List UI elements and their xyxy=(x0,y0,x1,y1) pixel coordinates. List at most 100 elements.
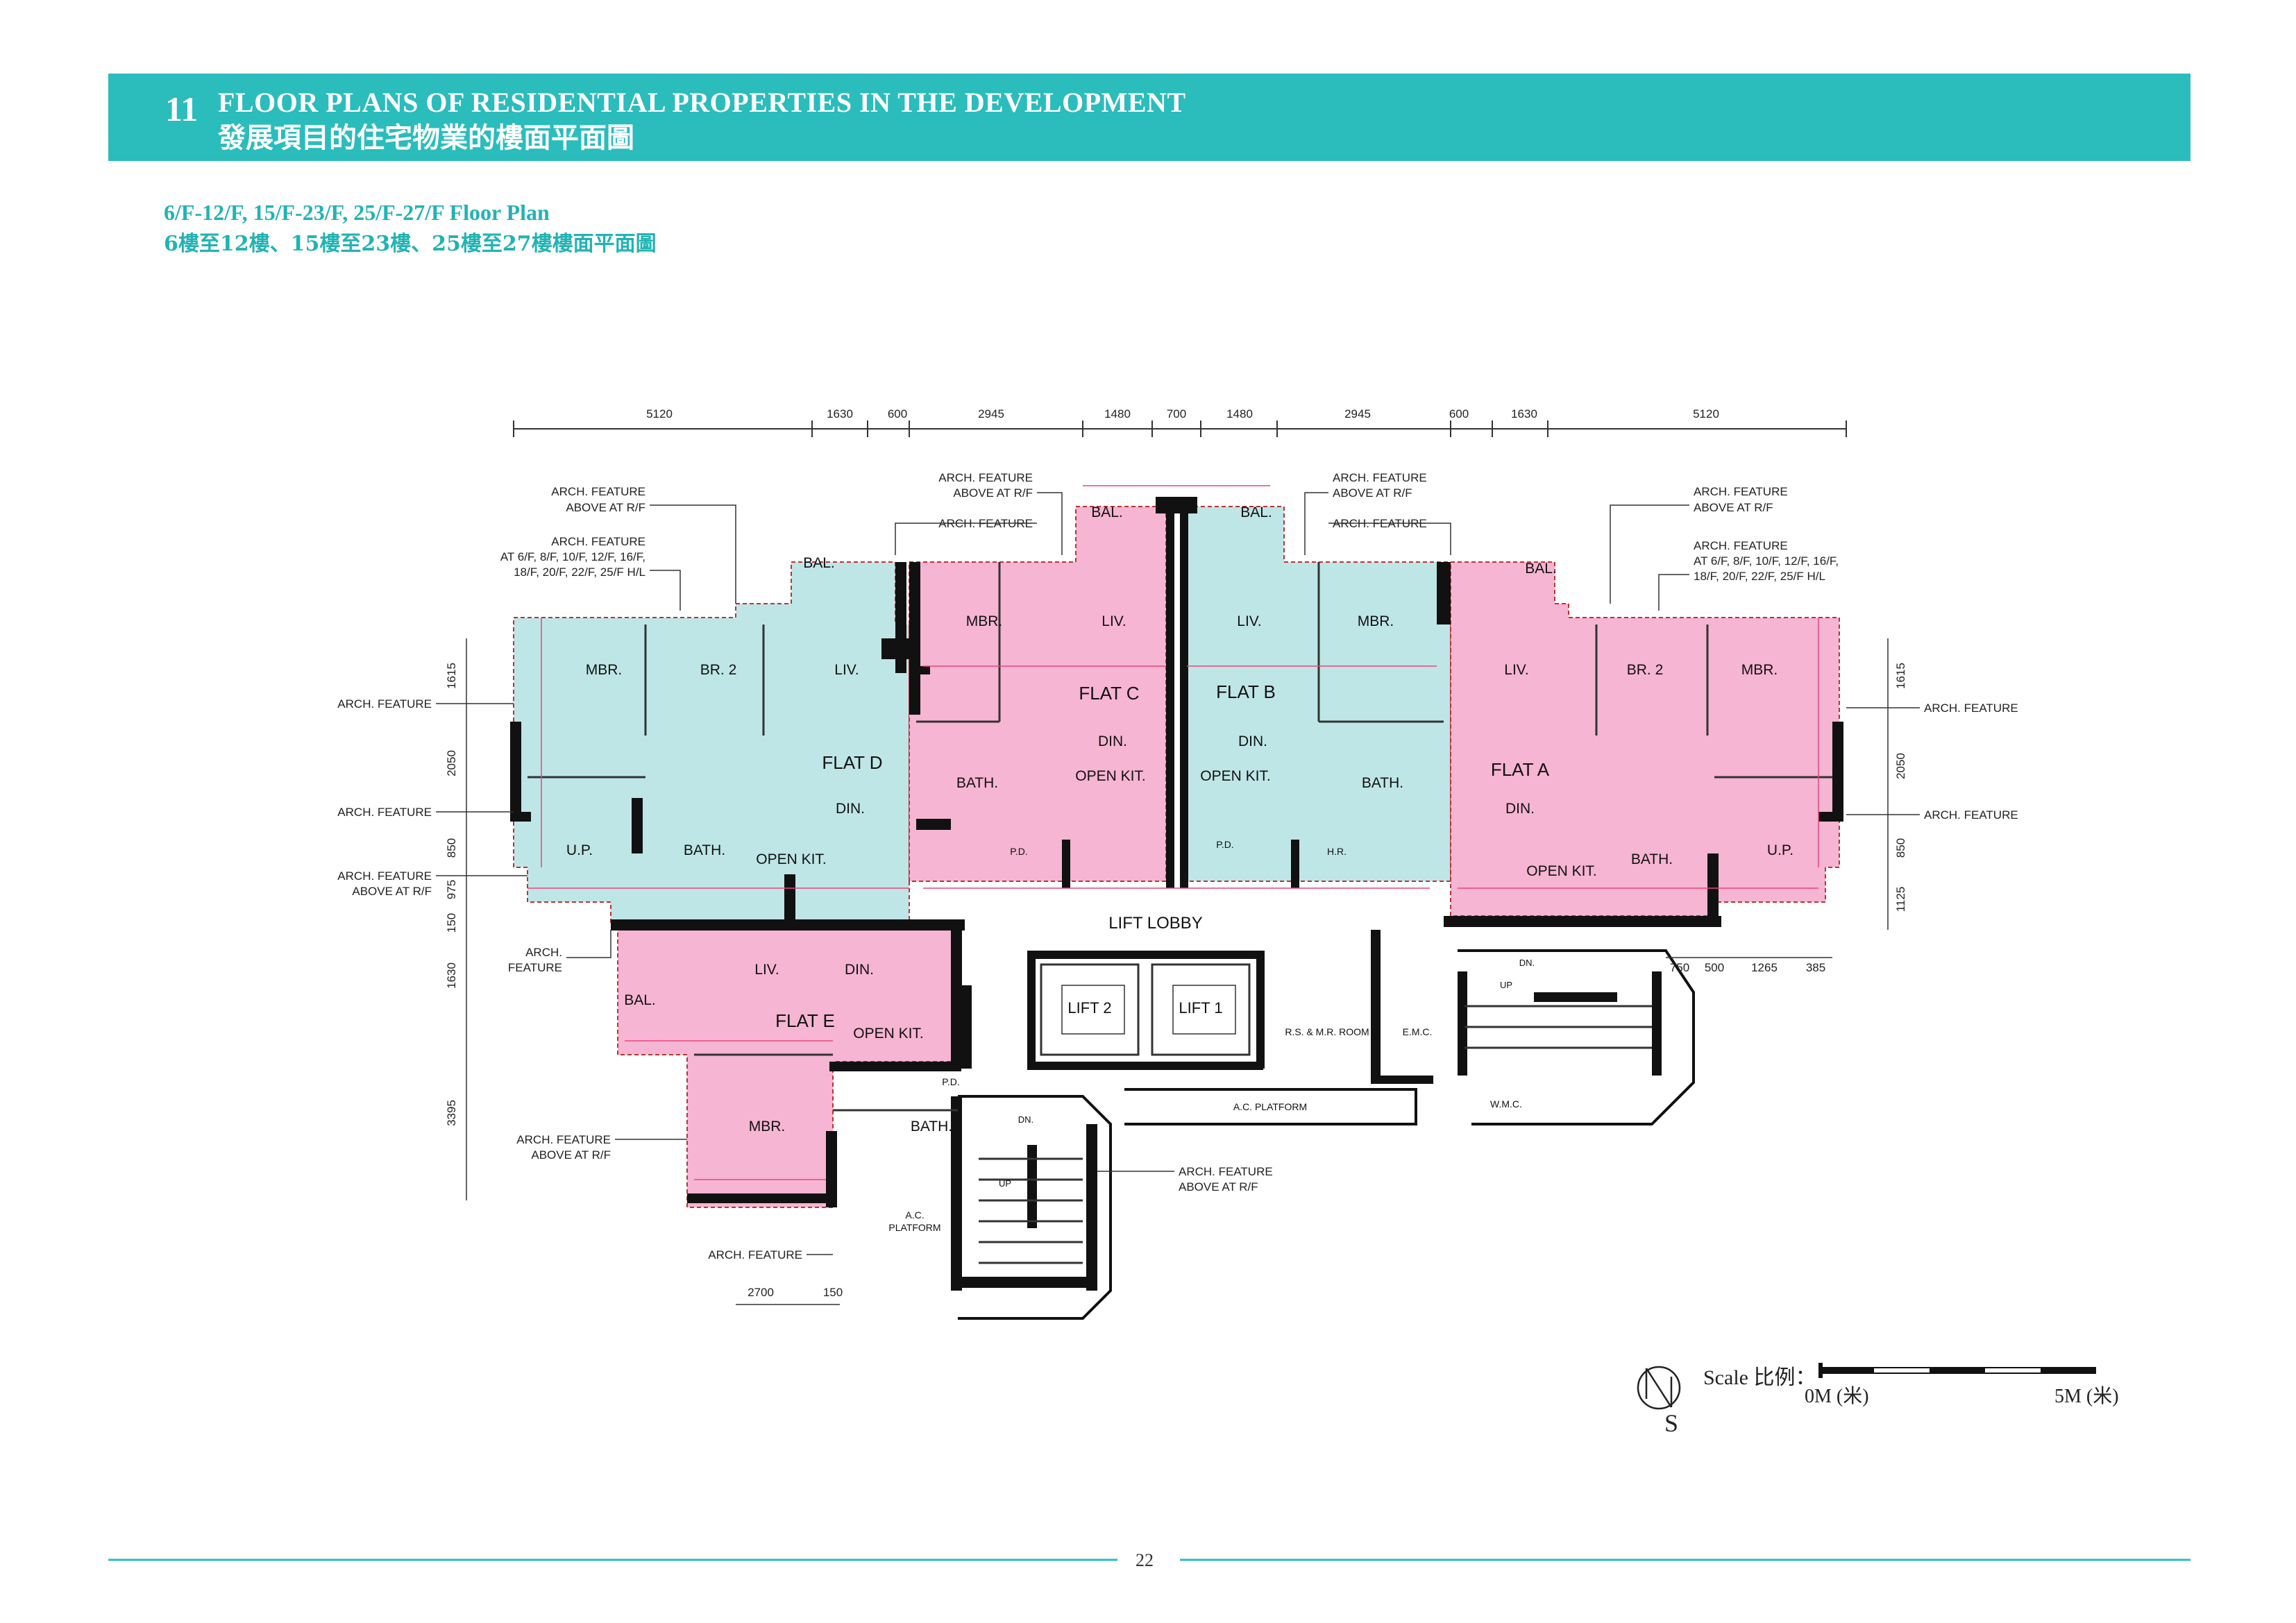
page-number: 22 xyxy=(1136,1550,1154,1570)
room-din-e: DIN. xyxy=(845,962,874,978)
room-pd-e: P.D. xyxy=(942,1076,959,1087)
rs-mr-room-label: R.S. & M.R. ROOM xyxy=(1285,1026,1369,1037)
dim-bottom: 2700 xyxy=(748,1286,774,1299)
room-bal-e: BAL. xyxy=(624,992,656,1008)
flat-d-area xyxy=(513,561,910,924)
callout-floors: AT 6/F, 8/F, 10/F, 12/F, 16/F, xyxy=(1694,554,1839,568)
callout-arch-feature: ARCH. FEATURE xyxy=(337,869,432,883)
dim-right: 1125 xyxy=(1894,887,1907,912)
room-bath-c: BATH. xyxy=(956,775,998,791)
room-bath-a: BATH. xyxy=(1631,851,1673,867)
dim-left: 3395 xyxy=(445,1100,458,1126)
ac-platform-small-2: PLATFORM xyxy=(888,1222,940,1233)
callout-above-at-rf: ABOVE AT R/F xyxy=(1333,486,1412,500)
room-up-d: U.P. xyxy=(566,842,593,858)
flat-c-label: FLAT C xyxy=(1079,683,1139,704)
callout-arch-feature: ARCH. FEATURE xyxy=(551,535,645,548)
callout-arch-feature: ARCH. FEATURE xyxy=(708,1248,802,1261)
dim-right-bottom: 750 xyxy=(1670,961,1689,974)
room-liv-a: LIV. xyxy=(1504,662,1528,678)
scale-zero-label: 0M (米) xyxy=(1805,1386,1869,1407)
room-mbr-e: MBR. xyxy=(749,1119,786,1135)
dim-left: 1630 xyxy=(445,962,458,989)
dim-right-bottom: 385 xyxy=(1806,961,1825,974)
room-bal-d: BAL. xyxy=(803,555,835,571)
callout-above-rf: ABOVE AT R/F xyxy=(531,1148,611,1162)
section-banner: 11 FLOOR PLANS OF RESIDENTIAL PROPERTIES… xyxy=(108,74,2191,161)
callout-arch-feature: ARCH. FEATURE xyxy=(1924,702,2018,715)
room-mbr-d: MBR. xyxy=(586,662,623,678)
room-openkit-d: OPEN KIT. xyxy=(756,851,827,867)
room-bal-c: BAL. xyxy=(1091,504,1123,520)
callout-arch-feature: ARCH. FEATURE xyxy=(1179,1165,1273,1178)
dim-label: 2945 xyxy=(978,407,1004,420)
flat-e-label: FLAT E xyxy=(775,1010,835,1031)
callout-floors: AT 6/F, 8/F, 10/F, 12/F, 16/F, xyxy=(500,550,645,563)
dim-label: 2945 xyxy=(1344,407,1371,420)
room-openkit-c: OPEN KIT. xyxy=(1075,768,1146,784)
callout-above-at-rf: ABOVE AT R/F xyxy=(953,486,1033,500)
callout-arch-feature: ARCH. FEATURE xyxy=(1333,471,1427,484)
room-br2-d: BR. 2 xyxy=(700,662,737,678)
callout-leaders xyxy=(436,492,1920,1255)
room-din-b: DIN. xyxy=(1238,733,1267,749)
room-bal-a: BAL. xyxy=(1525,561,1557,577)
callout-above-rf: ABOVE AT R/F xyxy=(566,501,645,514)
stair-dn-bottom: DN. xyxy=(1018,1114,1033,1125)
callout-floors: 18/F, 20/F, 22/F, 25/F H/L xyxy=(1694,570,1825,583)
room-hr-b: H.R. xyxy=(1327,846,1347,857)
dim-right: 2050 xyxy=(1894,753,1907,779)
dim-label: 5120 xyxy=(1693,407,1719,420)
room-din-c: DIN. xyxy=(1098,733,1127,749)
callout-arch-feature: ARCH. FEATURE xyxy=(551,485,645,498)
dim-label: 600 xyxy=(888,407,907,420)
dim-left: 850 xyxy=(445,838,458,858)
stair-up-bottom: UP xyxy=(999,1178,1011,1189)
dim-label: 5120 xyxy=(646,407,673,420)
scale-label: Scale 比例： xyxy=(1703,1366,1816,1389)
room-mbr-a: MBR. xyxy=(1741,662,1778,678)
room-liv-d: LIV. xyxy=(834,662,859,678)
callout-arch-feature: ARCH. FEATURE xyxy=(337,806,432,819)
section-title-zh: 發展項目的住宅物業的樓面平面圖 xyxy=(218,121,634,154)
callout-arch-feature: ARCH. FEATURE xyxy=(1694,485,1788,498)
room-up-a: U.P. xyxy=(1767,842,1793,858)
stair-dn-right: DN. xyxy=(1519,958,1535,968)
emc-label: E.M.C. xyxy=(1403,1026,1433,1037)
room-mbr-b: MBR. xyxy=(1358,613,1394,629)
room-din-a: DIN. xyxy=(1505,801,1535,817)
callout-arch-feature: ARCH. FEATURE xyxy=(337,697,432,711)
floor-plan-title-en: 6/F-12/F, 15/F-23/F, 25/F-27/F Floor Pla… xyxy=(164,200,550,225)
section-number: 11 xyxy=(165,90,199,128)
dim-left: 975 xyxy=(445,880,458,899)
flat-b-label: FLAT B xyxy=(1216,681,1276,702)
scale-bar xyxy=(1818,1363,2096,1378)
callout-above-rf: ABOVE AT R/F xyxy=(352,885,432,898)
room-liv-e: LIV. xyxy=(754,962,779,978)
dim-label: 600 xyxy=(1449,407,1469,420)
stair-outlines xyxy=(958,949,1695,1320)
dim-right-bottom: 1265 xyxy=(1751,961,1778,974)
callout-feature: FEATURE xyxy=(508,961,562,974)
section-title-en: FLOOR PLANS OF RESIDENTIAL PROPERTIES IN… xyxy=(218,87,1186,118)
ac-platform-label: A.C. PLATFORM xyxy=(1233,1101,1307,1112)
dim-label: 1480 xyxy=(1104,407,1131,420)
room-openkit-b: OPEN KIT. xyxy=(1200,768,1271,784)
side-dimension-lines xyxy=(466,638,1889,1305)
room-bath-d: BATH. xyxy=(684,842,725,858)
lift-lobby-label: LIFT LOBBY xyxy=(1108,914,1203,933)
dim-bottom: 150 xyxy=(823,1286,843,1299)
room-pd-b: P.D. xyxy=(1216,839,1233,850)
callout-above-rf: ABOVE AT R/F xyxy=(1694,501,1773,514)
callout-arch: ARCH. xyxy=(525,946,562,959)
room-bath-b: BATH. xyxy=(1362,775,1403,791)
room-mbr-c: MBR. xyxy=(966,613,1003,629)
lift-1-label: LIFT 1 xyxy=(1179,999,1222,1017)
dim-left: 1615 xyxy=(445,663,458,689)
red-dimension-lines xyxy=(527,485,1819,1180)
scale-five-label: 5M (米) xyxy=(2054,1386,2119,1407)
room-br2-a: BR. 2 xyxy=(1627,662,1664,678)
ac-platform-small-1: A.C. xyxy=(905,1209,924,1221)
callout-arch-feature: ARCH. FEATURE xyxy=(1924,808,2018,822)
